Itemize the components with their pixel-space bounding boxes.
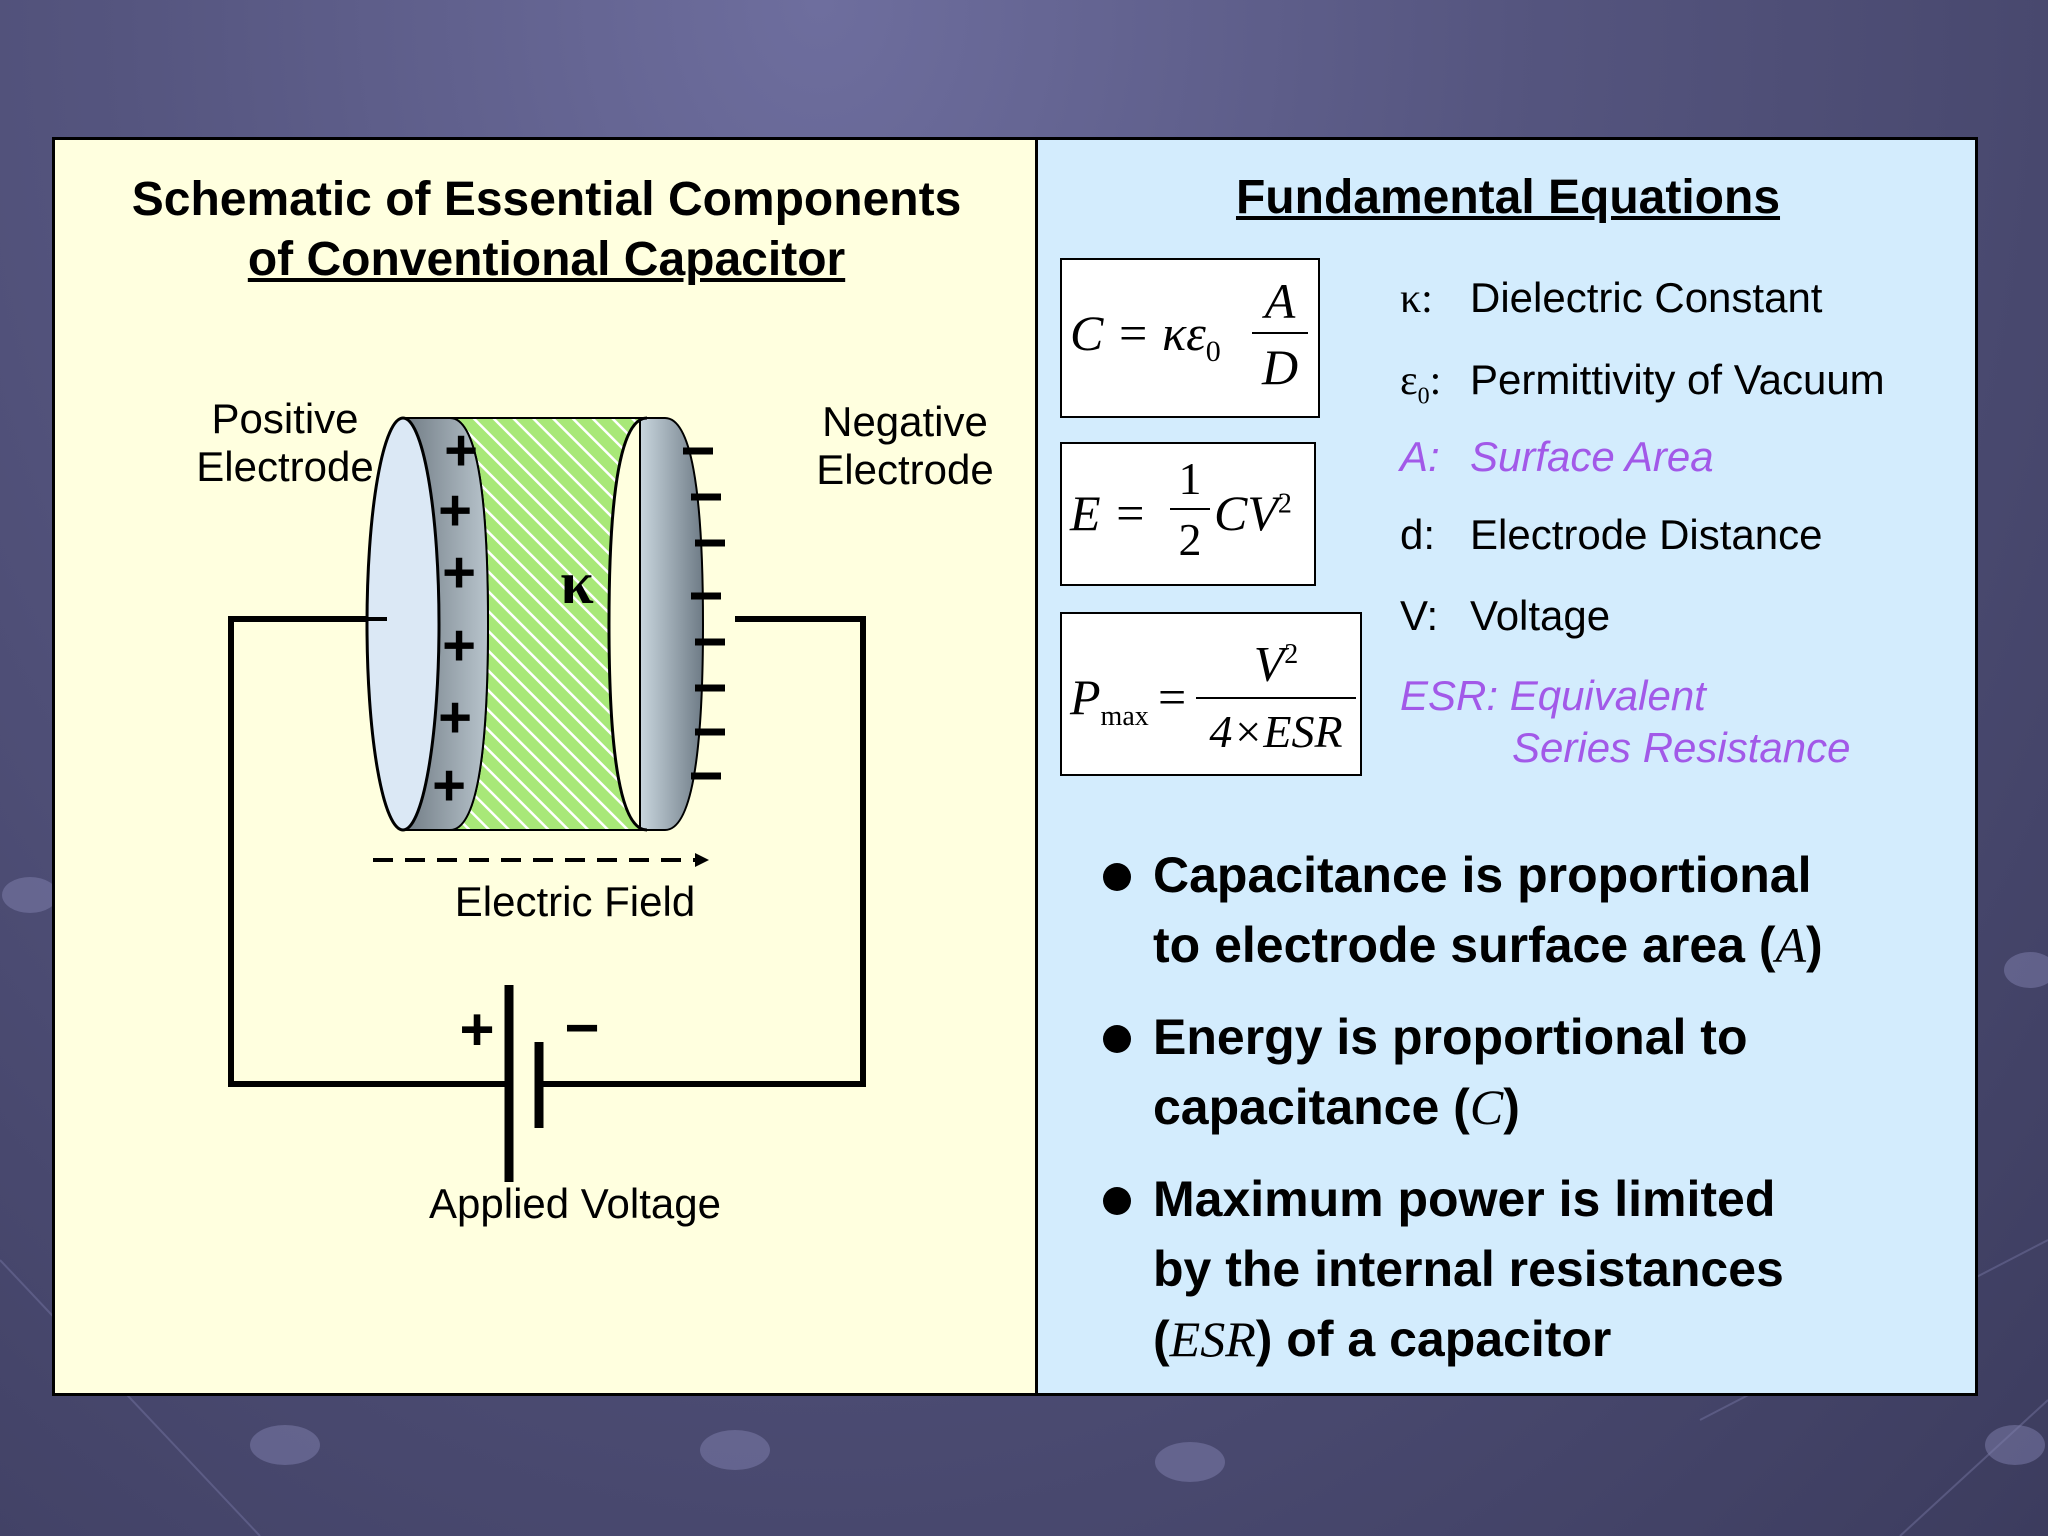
applied-voltage-label: Applied Voltage [429, 1180, 721, 1227]
negative-electrode [639, 417, 705, 831]
battery-symbol [504, 985, 544, 1182]
svg-text:+: + [442, 613, 476, 678]
bullet-dot [1103, 863, 1131, 891]
positive-electrode-label: Positive Electrode [196, 395, 374, 490]
circuit-wires [228, 616, 866, 1087]
equations-title: Fundamental Equations [1235, 171, 1781, 224]
positive-charges: + + + + + + [432, 418, 478, 818]
bullet-list: Capacitance is proportional to electrode… [1093, 840, 1953, 1396]
equations-panel: Fundamental Equations C = κε0 A D E = 1 … [1038, 140, 1975, 1393]
bullet-dot [1103, 1025, 1131, 1053]
svg-text:+: + [444, 418, 478, 483]
bullet-energy: Energy is proportional to capacitance (C… [1093, 1002, 1953, 1142]
electric-field-arrow [373, 853, 709, 867]
definition-area: A:Surface Area [1400, 433, 1714, 480]
negative-electrode-label: Negative Electrode [816, 398, 994, 493]
schematic-panel: Schematic of Essential Components of Con… [55, 140, 1038, 1393]
definition-esr: ESR: Equivalent Series Resistance [1400, 672, 1851, 771]
definition-epsilon: ε0:Permittivity of Vacuum [1400, 356, 1885, 410]
svg-text:+: + [438, 478, 472, 543]
dielectric-layer [449, 416, 648, 832]
bullet-dot [1103, 1187, 1131, 1215]
svg-text:+: + [432, 753, 466, 818]
capacitor-diagram: + − + + + + + [228, 416, 866, 1182]
negative-charges [683, 447, 725, 780]
schematic-title: Schematic of Essential Components of Con… [131, 173, 962, 286]
battery-minus-sign: − [564, 994, 599, 1061]
definition-voltage: V:Voltage [1400, 592, 1611, 639]
bullet-max-power: Maximum power is limited by the internal… [1093, 1164, 1953, 1374]
kappa-label: κ [560, 550, 593, 616]
battery-plus-sign: + [459, 996, 494, 1063]
definition-kappa: κ:Dielectric Constant [1400, 274, 1823, 322]
svg-text:+: + [438, 685, 472, 750]
electric-field-label: Electric Field [454, 878, 696, 925]
max-power-equation: Pmax = V2 4×ESR [1060, 612, 1362, 776]
energy-equation: E = 1 2 CV2 [1060, 442, 1316, 586]
slide-panel: Schematic of Essential Components of Con… [52, 137, 1978, 1396]
svg-text:+: + [442, 540, 476, 605]
bullet-capacitance: Capacitance is proportional to electrode… [1093, 840, 1953, 980]
positive-electrode [365, 416, 490, 832]
definition-distance: d:Electrode Distance [1400, 511, 1823, 558]
capacitance-equation: C = κε0 A D [1060, 258, 1320, 418]
